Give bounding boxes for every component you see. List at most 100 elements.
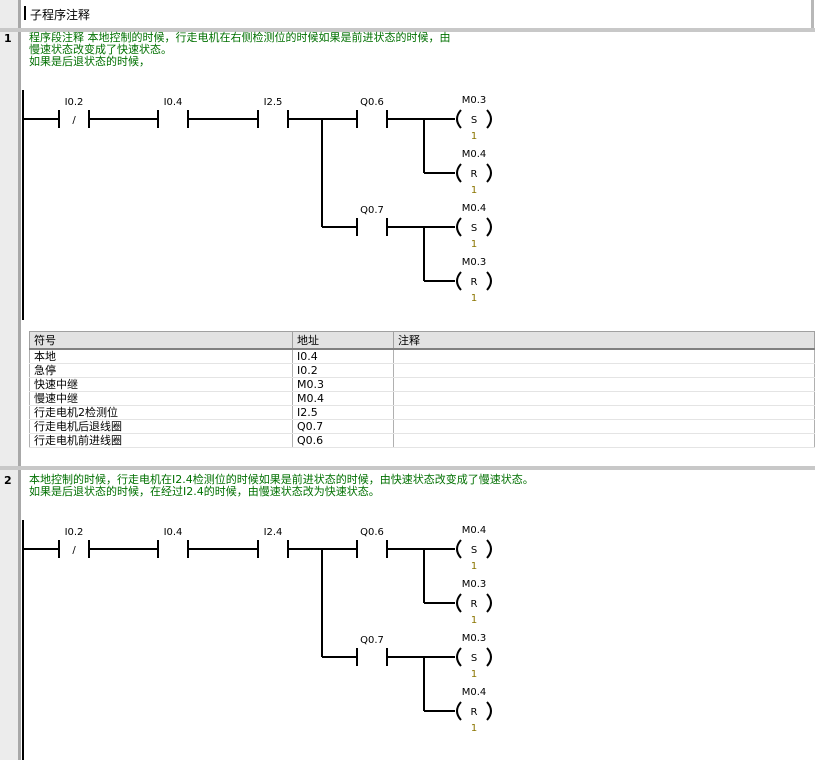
column-header-address[interactable]: 地址 [292, 331, 394, 350]
comment-cell [393, 405, 815, 420]
comment-cell [393, 433, 815, 448]
comment-line: 慢速状态改变成了快速状态。 [29, 43, 172, 56]
coil-value: 1 [471, 615, 477, 626]
table-row[interactable]: 行走电机前进线圈 Q0.6 [29, 433, 815, 448]
address-cell: M0.3 [292, 377, 394, 392]
contact[interactable]: Q0.6 [356, 527, 388, 558]
comment-cell [393, 349, 815, 364]
contact-address: Q0.6 [360, 97, 384, 108]
coil-value: 1 [471, 185, 477, 196]
coil-address: M0.3 [462, 633, 487, 644]
symbol-cell: 行走电机后退线圈 [29, 419, 293, 434]
contact[interactable]: / I0.2 [58, 97, 90, 128]
coil-value: 1 [471, 723, 477, 734]
contact-address: I2.4 [264, 527, 283, 538]
comment-line: 程序段注释 本地控制的时候，行走电机在右侧检测位的时候如果是前进状态的时候，由 [29, 31, 451, 44]
comment-cell [393, 391, 815, 406]
coil-value: 1 [471, 131, 477, 142]
comment-line: 如果是后退状态的时候，在经过I2.4的时候，由慢速状态改为快速状态。 [29, 485, 380, 498]
contact-address: I0.4 [164, 97, 183, 108]
address-cell: I0.4 [292, 349, 394, 364]
coil-type: S [471, 653, 477, 664]
coil-value: 1 [471, 561, 477, 572]
comment-line: 本地控制的时候，行走电机在I2.4检测位的时候如果是前进状态的时候，由快速状态改… [29, 473, 534, 486]
coil-type: R [471, 277, 478, 288]
coil[interactable]: S M0.3 1 [456, 633, 492, 680]
comment-cell [393, 363, 815, 378]
normally-closed-symbol: / [72, 545, 76, 556]
comment-cell [393, 377, 815, 392]
coil-value: 1 [471, 239, 477, 250]
coil[interactable]: S M0.3 1 [456, 95, 492, 142]
contact[interactable]: I0.4 [157, 527, 189, 558]
network-comment[interactable]: 程序段注释 本地控制的时候，行走电机在右侧检测位的时候如果是前进状态的时候，由 … [29, 32, 451, 68]
contact[interactable]: Q0.7 [356, 205, 388, 236]
coil-address: M0.3 [462, 257, 487, 268]
contact[interactable]: / I0.2 [58, 527, 90, 558]
normally-closed-symbol: / [72, 115, 76, 126]
coil[interactable]: R M0.3 1 [456, 257, 492, 304]
column-header-symbol[interactable]: 符号 [29, 331, 293, 350]
address-cell: Q0.7 [292, 419, 394, 434]
network-number[interactable]: 1 [4, 32, 12, 45]
network-divider [0, 28, 815, 32]
coil-type: R [471, 707, 478, 718]
contact-address: I0.4 [164, 527, 183, 538]
network-number[interactable]: 2 [4, 474, 12, 487]
power-rail [22, 90, 24, 320]
contact[interactable]: I2.5 [257, 97, 289, 128]
coil-address: M0.3 [462, 95, 487, 106]
coil[interactable]: S M0.4 1 [456, 203, 492, 250]
coil-address: M0.4 [462, 525, 487, 536]
coil-value: 1 [471, 669, 477, 680]
header-marker [24, 6, 26, 20]
table-row[interactable]: 行走电机后退线圈 Q0.7 [29, 419, 815, 434]
table-row[interactable]: 急停 I0.2 [29, 363, 815, 378]
symbol-cell: 行走电机前进线圈 [29, 433, 293, 448]
coil-type: R [471, 169, 478, 180]
contact-address: Q0.6 [360, 527, 384, 538]
coil[interactable]: R M0.3 1 [456, 579, 492, 626]
coil-address: M0.3 [462, 579, 487, 590]
coil[interactable]: S M0.4 1 [456, 525, 492, 572]
coil-type: R [471, 599, 478, 610]
ladder-diagram: / I0.2 I0.4 I2.5 Q0.6 Q0.7 S M0.3 1 R M0… [24, 95, 492, 304]
comment-cell [393, 419, 815, 434]
address-cell: Q0.6 [292, 433, 394, 448]
coil-type: S [471, 115, 477, 126]
table-row[interactable]: 本地 I0.4 [29, 349, 815, 364]
contact-address: I0.2 [65, 527, 84, 538]
contact[interactable]: I0.4 [157, 97, 189, 128]
coil-address: M0.4 [462, 687, 487, 698]
subroutine-comment-box[interactable] [21, 0, 814, 29]
address-cell: I0.2 [292, 363, 394, 378]
coil[interactable]: R M0.4 1 [456, 149, 492, 196]
column-header-comment[interactable]: 注释 [393, 331, 815, 350]
symbol-cell: 急停 [29, 363, 293, 378]
contact[interactable]: I2.4 [257, 527, 289, 558]
table-header-row: 符号 地址 注释 [29, 331, 815, 350]
coil-type: S [471, 545, 477, 556]
contact[interactable]: Q0.7 [356, 635, 388, 666]
contact-address: I0.2 [65, 97, 84, 108]
coil[interactable]: R M0.4 1 [456, 687, 492, 734]
network-divider [0, 466, 815, 470]
table-row[interactable]: 快速中继 M0.3 [29, 377, 815, 392]
coil-address: M0.4 [462, 149, 487, 160]
table-row[interactable]: 行走电机2检测位 I2.5 [29, 405, 815, 420]
address-cell: M0.4 [292, 391, 394, 406]
network-comment[interactable]: 本地控制的时候，行走电机在I2.4检测位的时候如果是前进状态的时候，由快速状态改… [29, 474, 534, 498]
contact[interactable]: Q0.6 [356, 97, 388, 128]
gutter-divider [18, 0, 21, 760]
contact-address: Q0.7 [360, 205, 384, 216]
comment-line: 如果是后退状态的时候， [29, 55, 150, 68]
contact-address: I2.5 [264, 97, 283, 108]
address-cell: I2.5 [292, 405, 394, 420]
symbol-table: 符号 地址 注释 本地 I0.4 急停 I0.2 快速中继 M0.3 慢速中继 … [29, 331, 815, 448]
table-row[interactable]: 慢速中继 M0.4 [29, 391, 815, 406]
symbol-cell: 快速中继 [29, 377, 293, 392]
ladder-diagram: / I0.2 I0.4 I2.4 Q0.6 Q0.7 S M0.4 1 R M0… [24, 525, 492, 734]
symbol-cell: 本地 [29, 349, 293, 364]
contact-address: Q0.7 [360, 635, 384, 646]
symbol-cell: 行走电机2检测位 [29, 405, 293, 420]
